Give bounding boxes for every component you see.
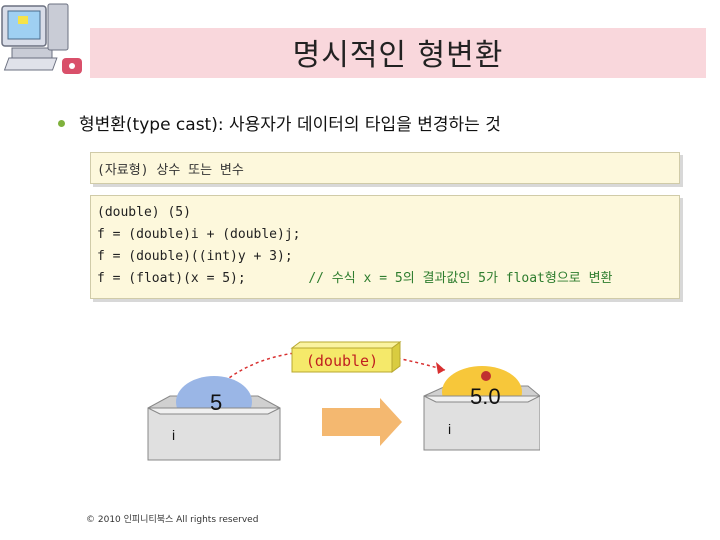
right-var-label: i bbox=[448, 421, 451, 437]
code-line: (double) (5) bbox=[97, 205, 191, 220]
syntax-text: (자료형) 상수 또는 변수 bbox=[97, 163, 244, 178]
bullet-item: 형변환(type cast): 사용자가 데이터의 타입을 변경하는 것 bbox=[58, 110, 501, 135]
left-value: 5 bbox=[210, 390, 222, 415]
code-line: f = (double)((int)y + 3); bbox=[97, 249, 293, 264]
right-arrow-icon bbox=[322, 398, 402, 446]
left-var-label: i bbox=[172, 427, 175, 443]
right-value: 5.0 bbox=[470, 384, 501, 409]
arc-arrowhead-icon bbox=[436, 362, 445, 374]
code-line: f = (float)(x = 5); // 수식 x = 5의 결과값인 5가… bbox=[97, 271, 613, 286]
bullet-dot-icon bbox=[58, 120, 65, 127]
code-line: f = (double)i + (double)j; bbox=[97, 227, 301, 242]
cast-diagram: (double) 5 i 5.0 i bbox=[147, 341, 540, 461]
pin-icon bbox=[481, 371, 491, 381]
bullet-text: 형변환(type cast): 사용자가 데이터의 타입을 변경하는 것 bbox=[79, 115, 501, 135]
code-box: (double) (5) f = (double)i + (double)j; … bbox=[90, 195, 680, 299]
page-title: 명시적인 형변환 bbox=[292, 38, 504, 73]
copyright-footer: © 2010 인피니티북스 All rights reserved bbox=[86, 515, 259, 525]
title-bar bbox=[90, 28, 706, 78]
computer-clipart-icon bbox=[1, 3, 82, 74]
cast-label: (double) bbox=[306, 352, 378, 370]
syntax-box: (자료형) 상수 또는 변수 bbox=[90, 152, 680, 184]
code-comment: // 수식 x = 5의 결과값인 5가 float형으로 변환 bbox=[308, 271, 613, 286]
